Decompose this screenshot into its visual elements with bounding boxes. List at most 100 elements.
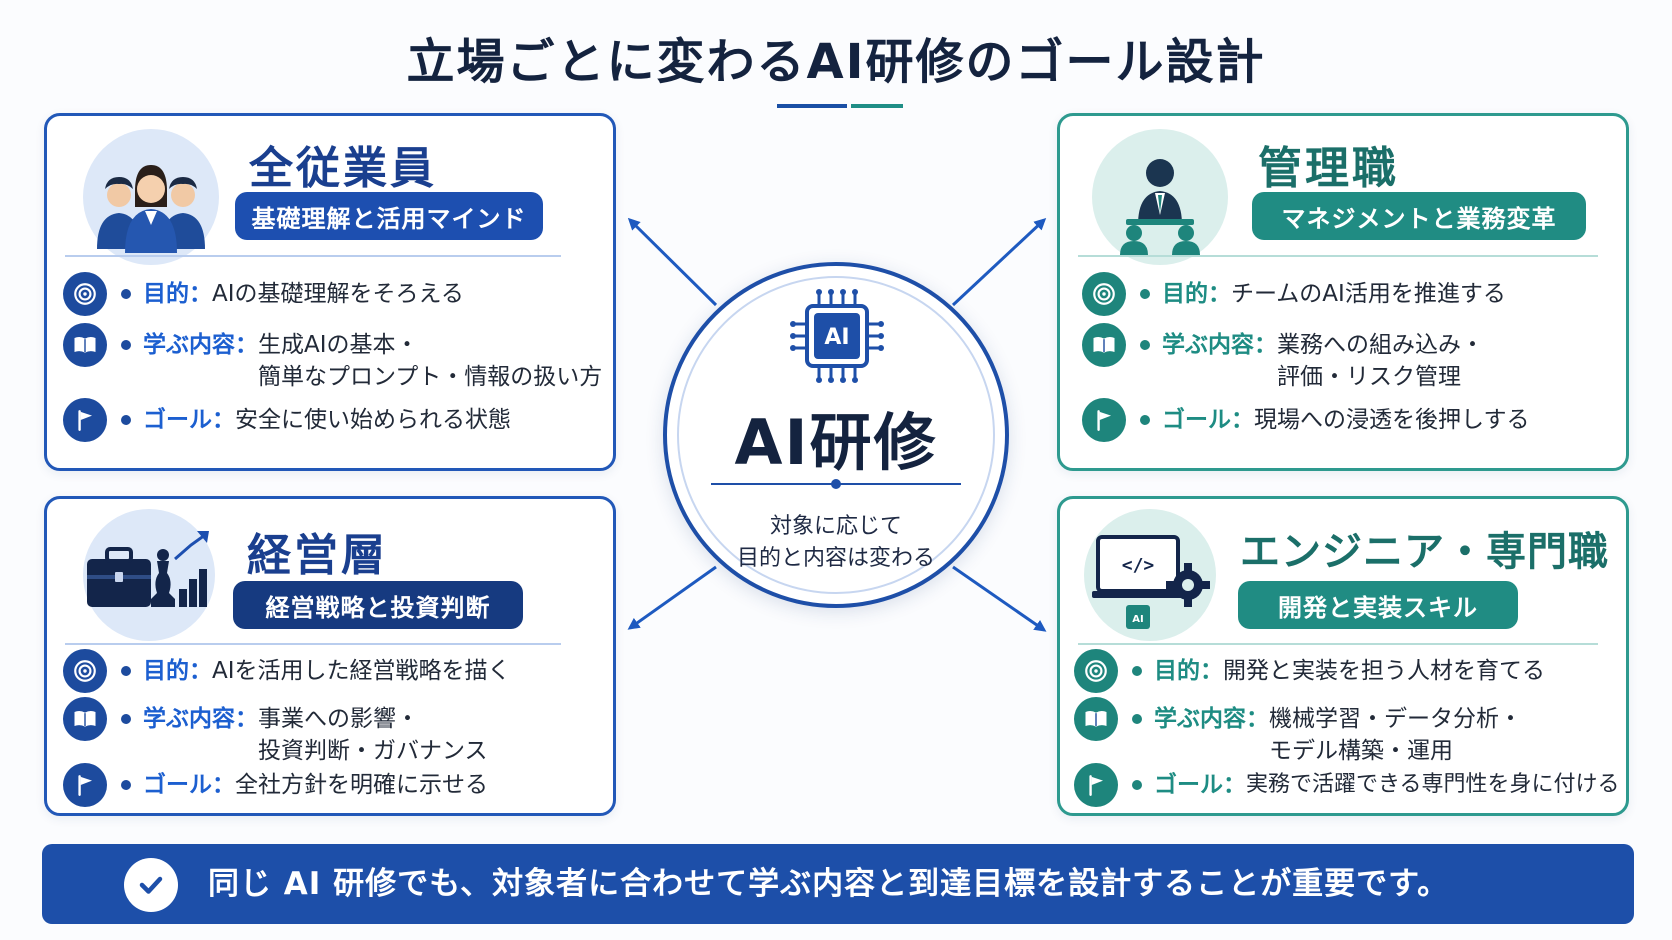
bullet-dot bbox=[121, 780, 131, 790]
hub-subtitle-line-1: 対象に応じて bbox=[769, 514, 902, 539]
team-people-icon bbox=[97, 165, 205, 253]
learn-label: 学ぶ内容： bbox=[1162, 332, 1277, 358]
learn-label: 学ぶ内容： bbox=[143, 706, 258, 732]
title-underline-blue bbox=[777, 104, 847, 108]
purpose-text: AIを活用した経営戦略を描く bbox=[212, 658, 511, 684]
goal-text: 安全に使い始められる状態 bbox=[235, 407, 511, 433]
employees-avatar bbox=[83, 129, 219, 265]
bullet-dot bbox=[1140, 415, 1150, 425]
bullet-dot bbox=[1132, 780, 1142, 790]
code-gear-icon: </> AI bbox=[1092, 535, 1210, 629]
flag-icon bbox=[63, 398, 107, 442]
book-icon bbox=[1074, 697, 1118, 741]
goal-row: ゴール： 全社方針を明確に示せる bbox=[63, 763, 488, 807]
goal-text: 全社方針を明確に示せる bbox=[235, 772, 488, 798]
arrow-to-executives bbox=[627, 565, 717, 630]
arrow-to-all-employees bbox=[627, 217, 718, 307]
summary-text: 同じ AI 研修でも、対象者に合わせて学ぶ内容と到達目標を設計することが重要です… bbox=[208, 866, 1450, 902]
target-icon bbox=[63, 649, 107, 693]
goal-label: ゴール： bbox=[1154, 772, 1246, 798]
learn-row: 学ぶ内容： 事業への影響・ 投資判断・ガバナンス bbox=[63, 697, 488, 767]
bullet-dot bbox=[1132, 666, 1142, 676]
central-hub: AI AI研修 対象に応じて 目的と内容は変わる bbox=[663, 262, 1009, 608]
goal-row: ゴール： 実務で活躍できる専門性を身に付ける bbox=[1074, 763, 1620, 807]
learn-text: 業務への組み込み・ 評価・リスク管理 bbox=[1277, 323, 1484, 393]
card-executives: 経営層 経営戦略と投資判断 目的： AIを活用した経営戦略を描く 学ぶ内容： 事… bbox=[44, 496, 616, 816]
bullet-dot bbox=[121, 340, 131, 350]
learn-label: 学ぶ内容： bbox=[1154, 706, 1269, 732]
card-title: 管理職 bbox=[1258, 143, 1399, 194]
bullet-dot bbox=[121, 415, 131, 425]
book-icon bbox=[63, 697, 107, 741]
hub-title: AI研修 bbox=[734, 406, 938, 479]
card-all-employees: 全従業員 基礎理解と活用マインド 目的： AIの基礎理解をそろえる 学ぶ内容： … bbox=[44, 113, 616, 471]
card-divider bbox=[1078, 643, 1598, 645]
card-managers: 管理職 マネジメントと業務変革 目的： チームのAI活用を推進する 学ぶ内容： … bbox=[1057, 113, 1629, 471]
bullet-dot bbox=[1140, 340, 1150, 350]
target-icon bbox=[1074, 649, 1118, 693]
learn-text: 生成AIの基本・ 簡単なプロンプト・情報の扱い方 bbox=[258, 323, 602, 393]
purpose-label: 目的： bbox=[1154, 658, 1223, 684]
learn-line-2: 簡単なプロンプト・情報の扱い方 bbox=[258, 364, 603, 390]
bullet-dot bbox=[121, 714, 131, 724]
book-icon bbox=[1082, 323, 1126, 367]
card-tag: 開発と実装スキル bbox=[1238, 581, 1518, 629]
learn-text: 事業への影響・ 投資判断・ガバナンス bbox=[258, 697, 488, 767]
flag-icon bbox=[63, 763, 107, 807]
engineers-avatar: </> AI bbox=[1084, 509, 1216, 641]
target-icon bbox=[63, 272, 107, 316]
page-title: 立場ごとに変わるAI研修のゴール設計 bbox=[406, 34, 1266, 90]
learn-line-2: モデル構築・運用 bbox=[1269, 738, 1453, 764]
purpose-text: チームのAI活用を推進する bbox=[1231, 281, 1506, 307]
bullet-dot bbox=[1140, 289, 1150, 299]
check-circle-icon bbox=[124, 858, 178, 912]
learn-label: 学ぶ内容： bbox=[143, 332, 258, 358]
purpose-text: AIの基礎理解をそろえる bbox=[212, 281, 464, 307]
hub-inner-ring bbox=[677, 276, 995, 594]
card-title: 経営層 bbox=[247, 530, 388, 581]
ai-chip-icon: AI bbox=[790, 289, 884, 383]
card-tag: マネジメントと業務変革 bbox=[1252, 192, 1586, 240]
goal-label: ゴール： bbox=[143, 407, 235, 433]
title-underline-teal bbox=[851, 104, 903, 108]
purpose-row: 目的： AIを活用した経営戦略を描く bbox=[63, 649, 511, 693]
manager-team-icon bbox=[1120, 159, 1200, 255]
purpose-row: 目的： チームのAI活用を推進する bbox=[1082, 272, 1506, 316]
purpose-label: 目的： bbox=[143, 658, 212, 684]
card-tag: 経営戦略と投資判断 bbox=[233, 581, 523, 629]
card-divider bbox=[65, 643, 561, 645]
hub-divider bbox=[711, 479, 961, 489]
flag-icon bbox=[1074, 763, 1118, 807]
goal-row: ゴール： 安全に使い始められる状態 bbox=[63, 398, 511, 442]
goal-text: 現場への浸透を後押しする bbox=[1254, 407, 1530, 433]
book-icon bbox=[63, 323, 107, 367]
purpose-label: 目的： bbox=[143, 281, 212, 307]
bullet-dot bbox=[121, 666, 131, 676]
goal-text: 実務で活躍できる専門性を身に付ける bbox=[1246, 772, 1620, 797]
purpose-text: 開発と実装を担う人材を育てる bbox=[1223, 658, 1545, 684]
bullet-dot bbox=[1132, 714, 1142, 724]
learn-line-2: 投資判断・ガバナンス bbox=[258, 738, 488, 764]
learn-text: 機械学習・データ分析・ モデル構築・運用 bbox=[1269, 697, 1522, 767]
briefcase-chess-icon bbox=[87, 531, 209, 607]
goal-label: ゴール： bbox=[1162, 407, 1254, 433]
learn-line-1: 機械学習・データ分析・ bbox=[1269, 706, 1522, 732]
card-divider bbox=[65, 255, 561, 257]
card-title: エンジニア・専門職 bbox=[1240, 529, 1609, 575]
card-engineers: </> AI エンジニア・専門職 開発と実装スキル 目的： 開発と実装を担う人材… bbox=[1057, 496, 1629, 816]
card-tag: 基礎理解と活用マインド bbox=[235, 192, 543, 240]
learn-row: 学ぶ内容： 機械学習・データ分析・ モデル構築・運用 bbox=[1074, 697, 1522, 767]
card-title: 全従業員 bbox=[249, 143, 437, 194]
target-icon bbox=[1082, 272, 1126, 316]
learn-row: 学ぶ内容： 生成AIの基本・ 簡単なプロンプト・情報の扱い方 bbox=[63, 323, 602, 393]
purpose-row: 目的： AIの基礎理解をそろえる bbox=[63, 272, 464, 316]
hub-chip-label: AI bbox=[824, 325, 849, 350]
card-divider bbox=[1078, 255, 1598, 257]
learn-line-2: 評価・リスク管理 bbox=[1277, 364, 1461, 390]
managers-avatar bbox=[1092, 129, 1228, 265]
purpose-row: 目的： 開発と実装を担う人材を育てる bbox=[1074, 649, 1545, 693]
bullet-dot bbox=[121, 289, 131, 299]
engineer-ai-chip-label: AI bbox=[1132, 614, 1143, 625]
goal-row: ゴール： 現場への浸透を後押しする bbox=[1082, 398, 1530, 442]
